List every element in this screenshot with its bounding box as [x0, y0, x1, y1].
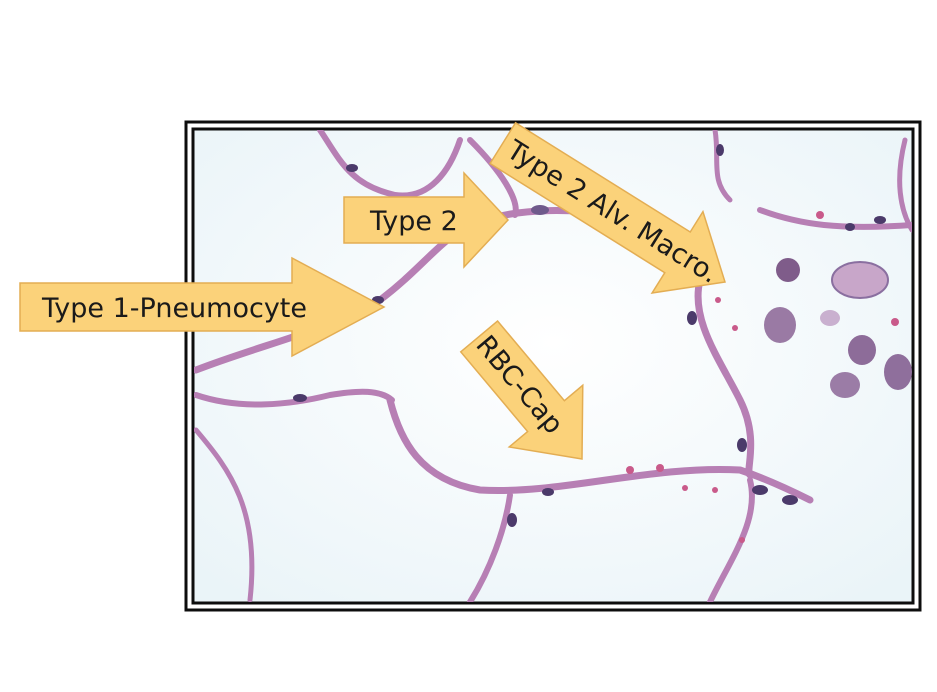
label-type2: Type 2: [369, 206, 458, 237]
septum-left-lower: [194, 388, 395, 408]
septum-top-right: [712, 130, 733, 203]
tissue-section: [194, 130, 912, 602]
macrophage-cluster: [764, 258, 912, 398]
pneumocyte-nuclei: [293, 144, 886, 527]
septum-bottom-left: [467, 492, 513, 602]
septum-left-inner: [194, 427, 255, 602]
septum-top-middle: [467, 137, 519, 218]
red-blood-cells: [626, 211, 899, 543]
arrow-type1-pneumocyte: Type 1-Pneumocyte: [19, 256, 386, 358]
label-type1-pneumocyte: Type 1-Pneumocyte: [41, 293, 307, 324]
septum-right-top: [757, 207, 912, 230]
septum-far-right: [897, 137, 912, 233]
septum-top-left: [317, 130, 463, 199]
arrow-type2: Type 2: [343, 171, 510, 269]
septum-bottom: [386, 396, 814, 504]
